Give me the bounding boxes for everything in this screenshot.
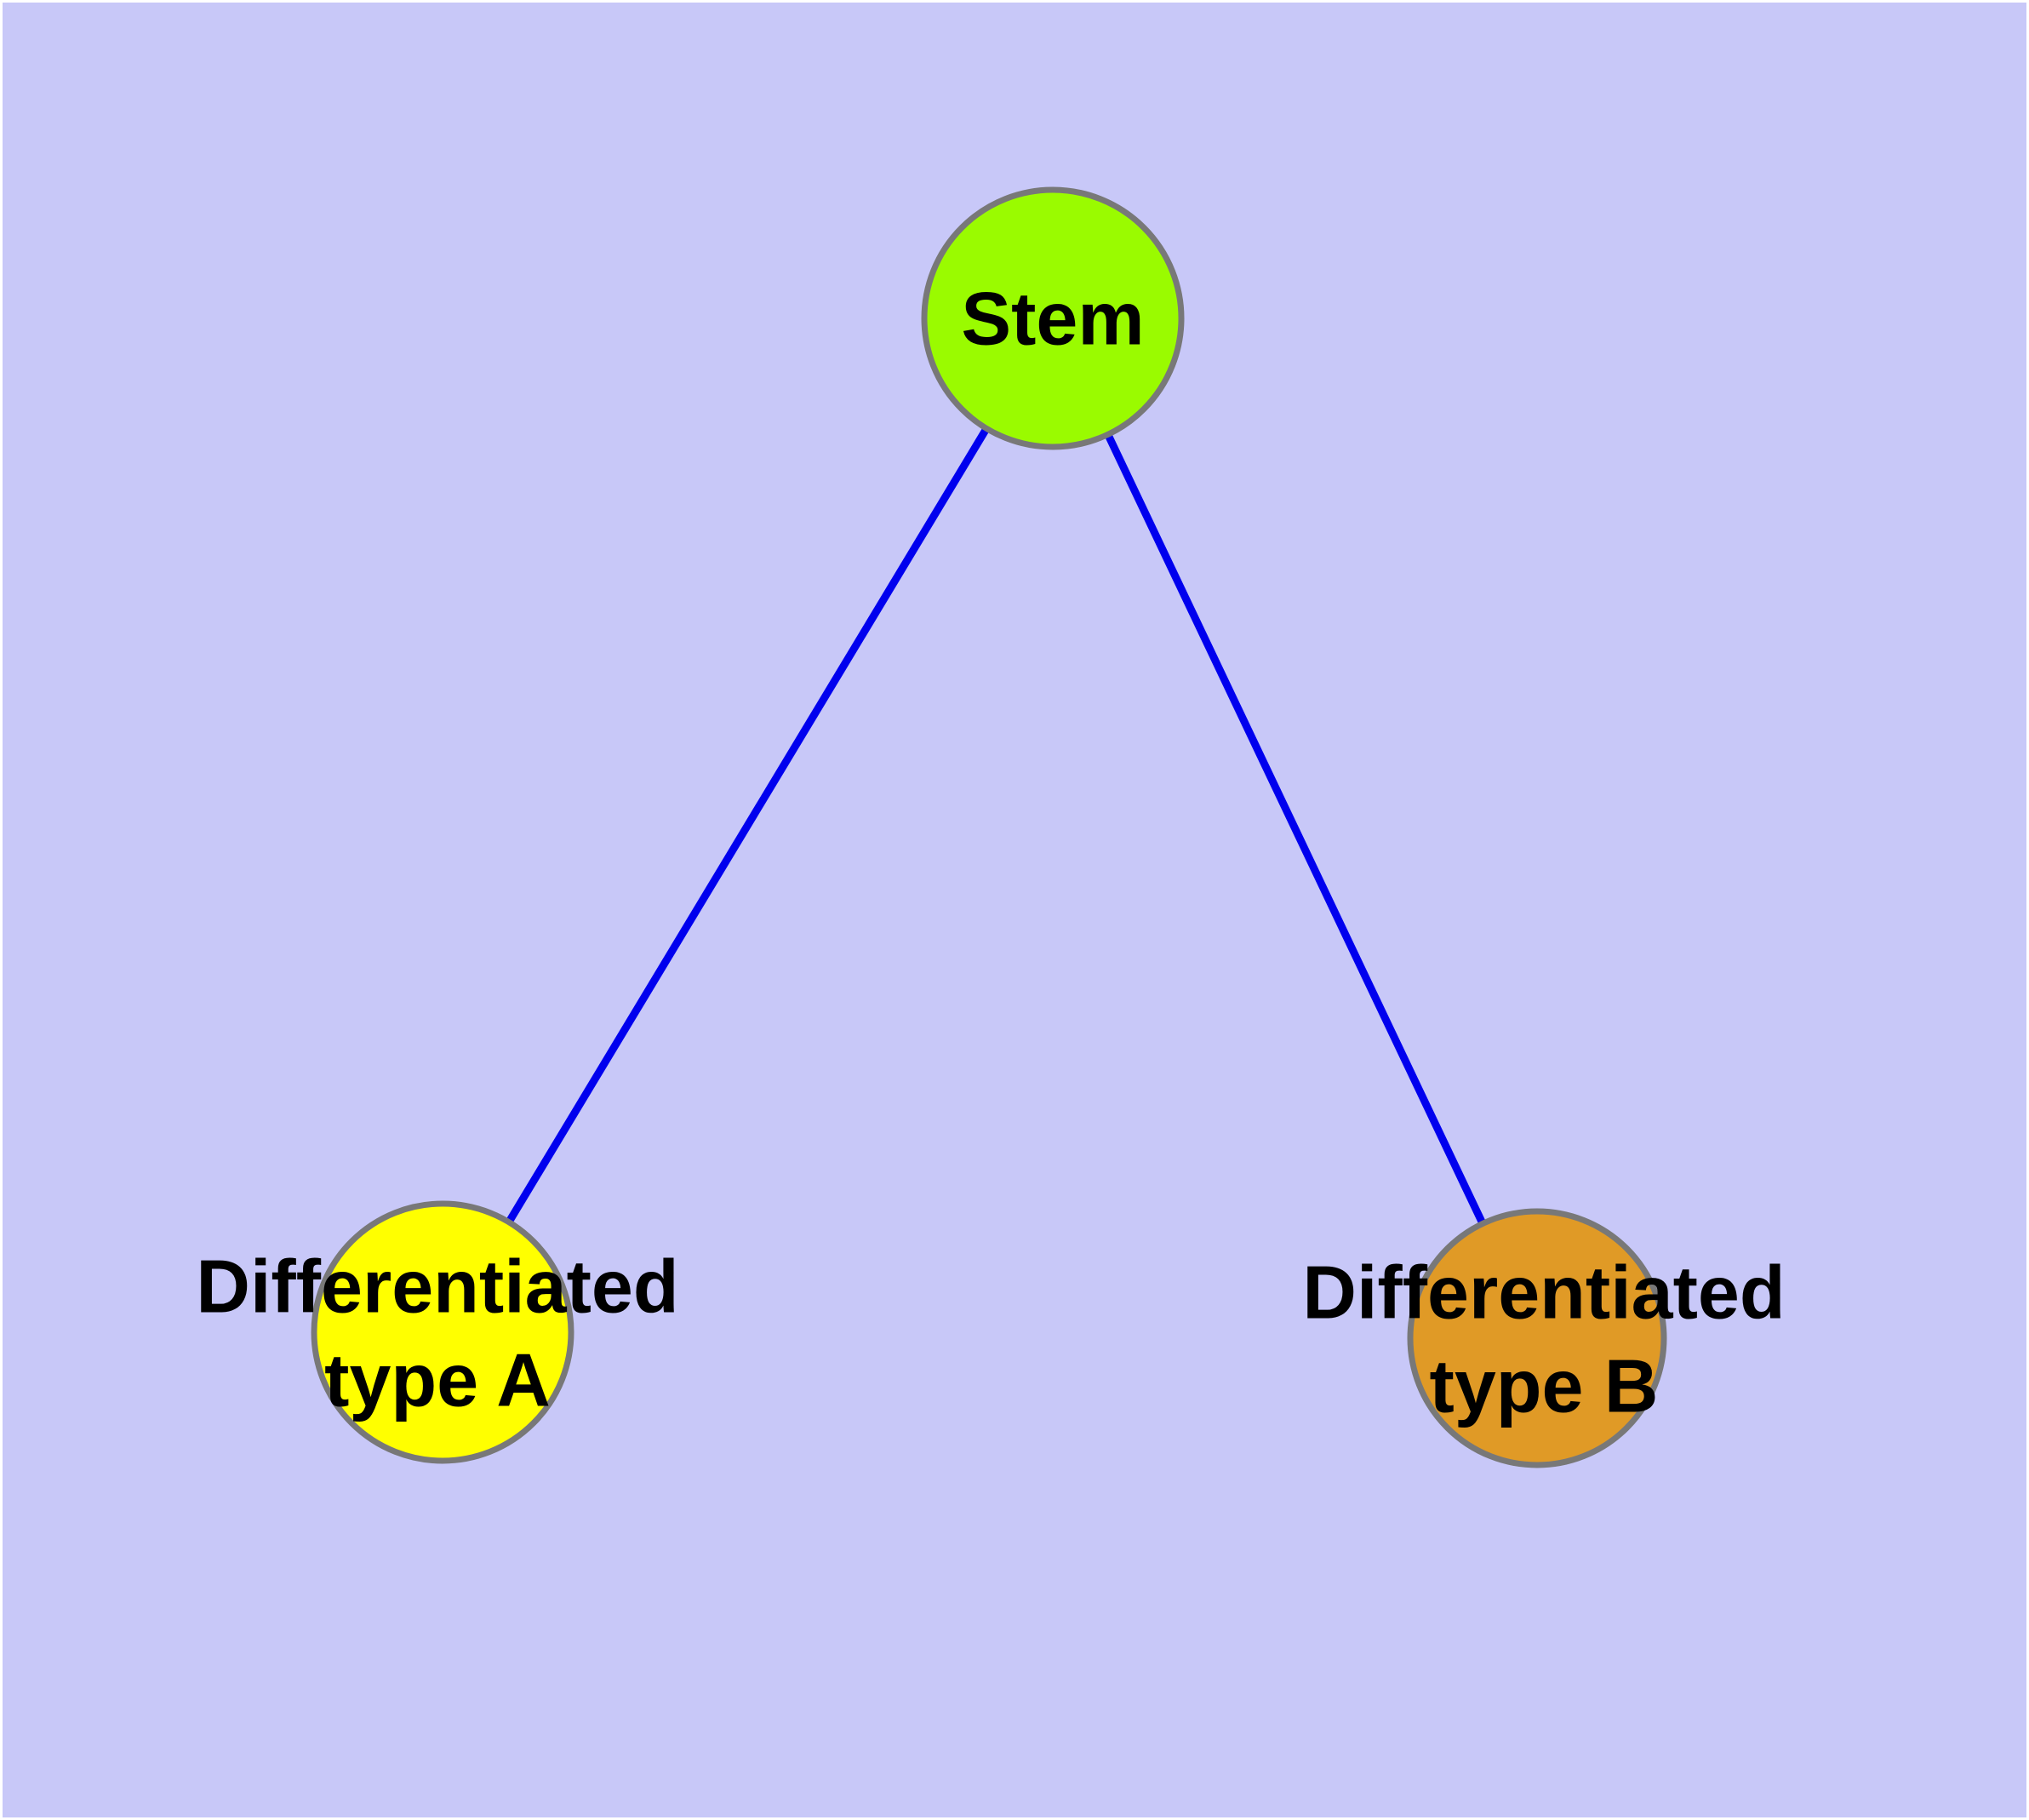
stem-node-label: Stem [961, 277, 1144, 361]
edge-stem-to-type-a [439, 316, 1056, 1335]
type-a-node [311, 1200, 574, 1464]
type-a-node-label-line2: type A [324, 1338, 551, 1422]
type-b-node-label-line2: type B [1430, 1344, 1659, 1428]
stem-node [921, 186, 1185, 450]
type-b-node [1407, 1208, 1667, 1468]
type-a-node-label-line1: Differentiated [196, 1245, 678, 1329]
edge-stem-to-type-b [1049, 317, 1541, 1340]
type-b-node-label-line1: Differentiated [1302, 1251, 1785, 1335]
